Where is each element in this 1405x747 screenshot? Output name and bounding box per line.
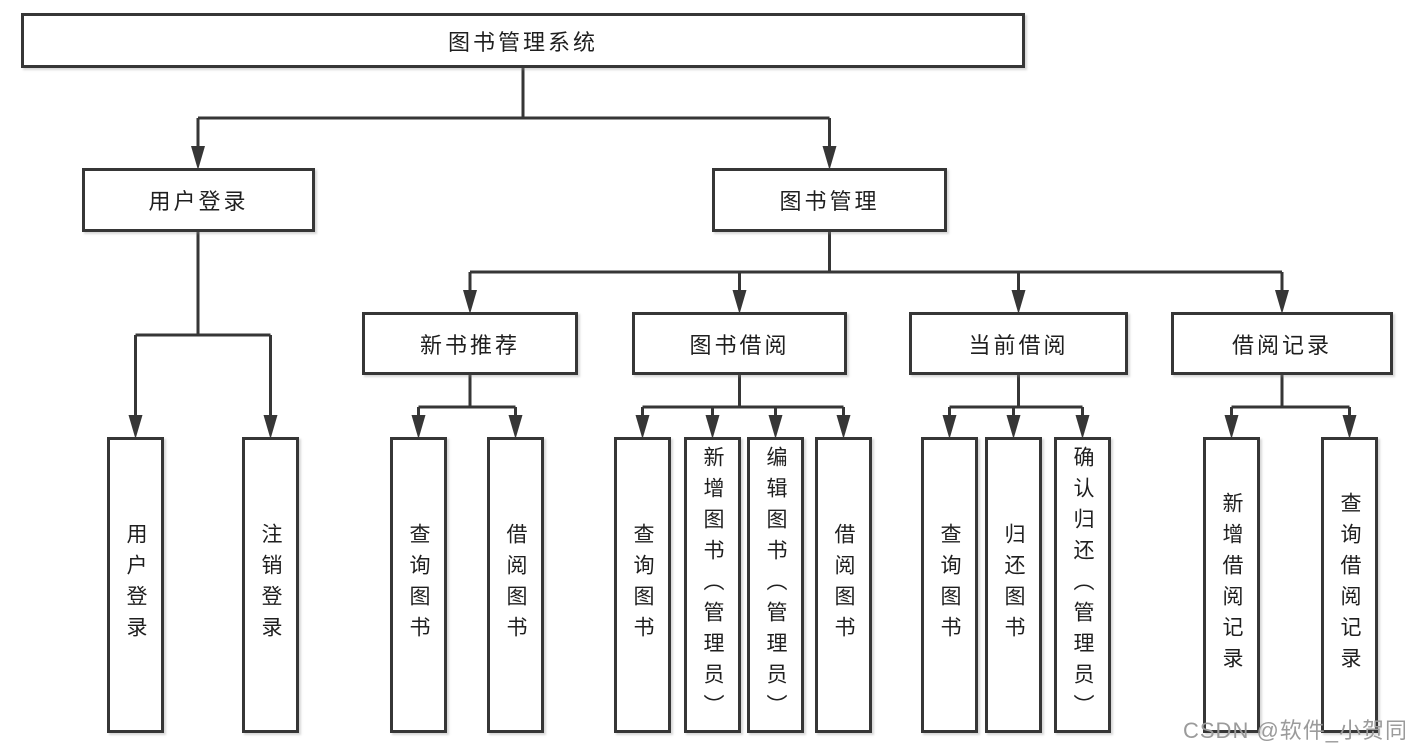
leaf-confirm-return-admin: 确认归还（管理员） bbox=[1054, 437, 1111, 733]
node-label: 编辑图书（管理员） bbox=[764, 445, 787, 725]
node-label: 确认归还（管理员） bbox=[1071, 445, 1094, 725]
node-label: 当前借阅 bbox=[968, 332, 1069, 358]
node-book-borrowing: 图书借阅 bbox=[632, 312, 847, 375]
leaf-query-books-under-cur-borrow: 查询图书 bbox=[921, 437, 978, 733]
node-label: 查询图书 bbox=[631, 523, 654, 647]
node-label: 用户登录 bbox=[148, 189, 249, 214]
node-label: 查询图书 bbox=[938, 523, 961, 647]
edge-borrow-rec-children bbox=[1224, 375, 1357, 439]
node-label: 新书推荐 bbox=[419, 332, 520, 358]
leaf-borrow-books-under-new-rec: 借阅图书 bbox=[487, 437, 544, 733]
node-label: 归还图书 bbox=[1002, 523, 1025, 647]
node-user-login: 用户登录 bbox=[82, 168, 315, 232]
node-new-book-recommendation: 新书推荐 bbox=[362, 312, 578, 375]
node-label: 新增图书（管理员） bbox=[701, 445, 724, 725]
edge-user-login-children bbox=[128, 232, 278, 439]
node-label: 注销登录 bbox=[259, 523, 282, 647]
edge-new-rec-children bbox=[411, 375, 523, 439]
csdn-watermark: CSDN @软件_小贺同学 bbox=[1183, 718, 1405, 743]
leaf-query-borrow-record: 查询借阅记录 bbox=[1321, 437, 1378, 733]
node-borrowing-records: 借阅记录 bbox=[1171, 312, 1393, 375]
node-book-management: 图书管理 bbox=[712, 168, 947, 232]
edge-root-to-level2 bbox=[191, 68, 837, 170]
node-current-borrowing: 当前借阅 bbox=[909, 312, 1128, 375]
node-label: 借阅图书 bbox=[504, 523, 527, 647]
node-label: 新增借阅记录 bbox=[1220, 492, 1243, 678]
leaf-return-books: 归还图书 bbox=[985, 437, 1042, 733]
leaf-query-books-under-new-rec: 查询图书 bbox=[390, 437, 447, 733]
node-root-system: 图书管理系统 bbox=[21, 13, 1025, 68]
leaf-user-login: 用户登录 bbox=[107, 437, 164, 733]
edge-cur-borrow-children bbox=[942, 375, 1090, 439]
leaf-add-books-admin: 新增图书（管理员） bbox=[684, 437, 741, 733]
node-label: 图书管理 bbox=[779, 189, 880, 214]
node-label: 借阅图书 bbox=[832, 523, 855, 647]
node-label: 借阅记录 bbox=[1231, 332, 1332, 358]
node-label: 用户登录 bbox=[124, 523, 147, 647]
leaf-query-books-under-book-borrow: 查询图书 bbox=[614, 437, 671, 733]
leaf-add-borrow-record: 新增借阅记录 bbox=[1203, 437, 1260, 733]
node-label: 图书管理系统 bbox=[447, 29, 598, 55]
edge-book-mgmt-children bbox=[463, 232, 1289, 314]
node-label: 图书借阅 bbox=[689, 332, 790, 358]
leaf-borrow-books-under-book-borrow: 借阅图书 bbox=[815, 437, 872, 733]
leaf-edit-books-admin: 编辑图书（管理员） bbox=[747, 437, 804, 733]
node-label: 查询借阅记录 bbox=[1338, 492, 1361, 678]
leaf-logout: 注销登录 bbox=[242, 437, 299, 733]
node-label: 查询图书 bbox=[407, 523, 430, 647]
edge-book-borrow-children bbox=[635, 375, 851, 439]
